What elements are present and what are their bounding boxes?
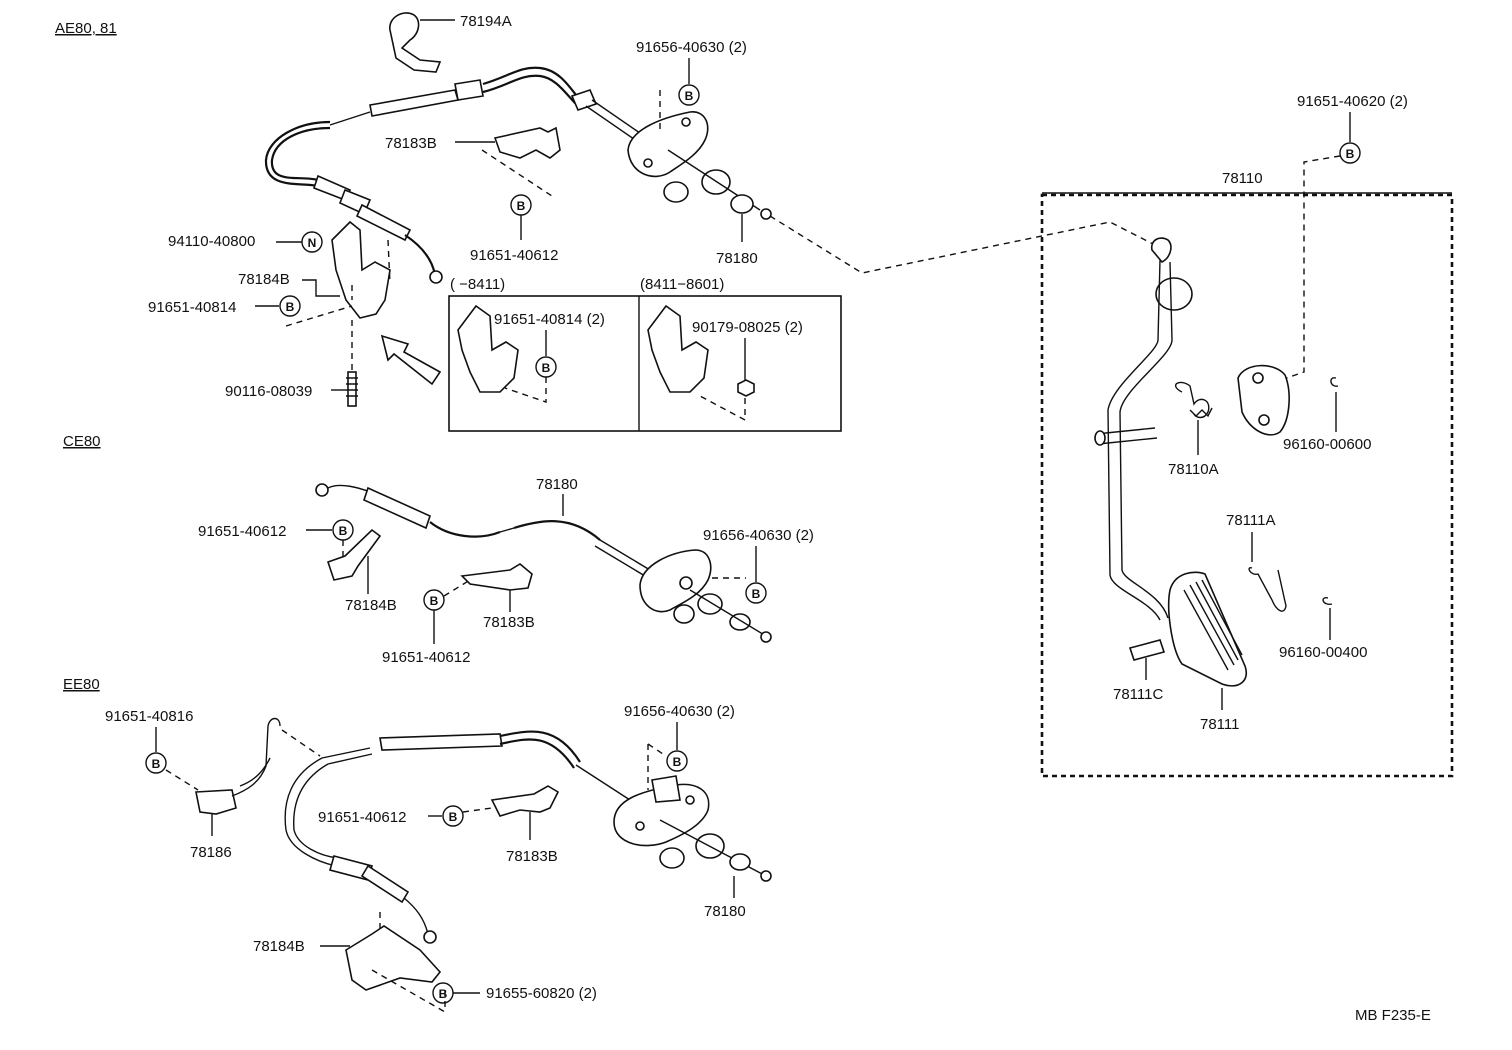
clip-96160-00600 (1330, 377, 1339, 387)
bolt-90116 (346, 371, 358, 407)
svg-text:B: B (685, 89, 694, 103)
b-symbol-91656-top (678, 84, 700, 106)
spring-78110a (1175, 381, 1213, 419)
clip-96160-00400 (1322, 597, 1333, 605)
label-91656-bot: 91656-40630 (2) (624, 703, 735, 720)
b-symbol-ee80 (442, 805, 464, 827)
label-78110a: 78110A (1168, 461, 1219, 478)
svg-text:B: B (439, 987, 448, 1001)
label-78110: 78110 (1222, 170, 1263, 187)
label-90179: 90179-08025 (2) (692, 319, 803, 336)
clip-78194a (389, 12, 442, 73)
bracket-78183b-mid (460, 563, 533, 591)
label-91651-40816: 91651-40816 (105, 708, 193, 725)
label-91651-40612-bot: 91651-40612 (318, 809, 406, 826)
pedal-assembly-box (1040, 193, 1454, 778)
label-78180-top: 78180 (716, 250, 758, 267)
label-range-1: ( −8411) (450, 276, 505, 293)
svg-text:B: B (430, 594, 439, 608)
label-range-2: (8411−8601) (640, 276, 724, 293)
bracket-78183b-bot (490, 785, 560, 817)
section-ee80: EE80 (63, 676, 100, 693)
svg-text:B: B (1346, 147, 1355, 161)
svg-text:N: N (308, 236, 317, 250)
bracket-78183b-top (493, 126, 561, 159)
label-78111a: 78111A (1226, 512, 1276, 529)
label-78194a: 78194A (460, 13, 512, 30)
svg-text:B: B (339, 524, 348, 538)
b-symbol-91651-40814 (279, 295, 301, 317)
b-symbol-91656-bot (666, 750, 688, 772)
svg-text:B: B (449, 810, 458, 824)
label-78183b-top: 78183B (385, 135, 437, 152)
accelerator-cable-ae80 (264, 66, 651, 284)
spring-78111a (1248, 567, 1287, 612)
label-78184b-mid: 78184B (345, 597, 397, 614)
catalog-code: MB F235-E (1355, 1007, 1431, 1024)
section-ae80: AE80, 81 (55, 20, 117, 37)
label-91651-40612-mid: 91651-40612 (198, 523, 286, 540)
section-ce80: CE80 (63, 433, 101, 450)
label-78184b-top: 78184B (238, 271, 290, 288)
svg-text:B: B (673, 755, 682, 769)
label-91651-40814-2: 91651-40814 (2) (494, 311, 605, 328)
label-78183b-bot: 78183B (506, 848, 558, 865)
bracket-78184b-top (331, 220, 391, 319)
label-78186: 78186 (190, 844, 232, 861)
label-91651-40814: 91651-40814 (148, 299, 236, 316)
label-91656-mid: 91656-40630 (2) (703, 527, 814, 544)
n-symbol (301, 231, 323, 253)
cable-bracket-ce80 (639, 549, 772, 643)
arrow-icon (380, 334, 442, 386)
cable-bracket-ae80 (627, 111, 772, 220)
cable-bracket-ee80 (613, 775, 772, 882)
svg-text:B: B (286, 300, 295, 314)
nut-icon (737, 379, 755, 397)
pedal-arm-78110 (1094, 237, 1193, 621)
b-symbol-91651-40816 (145, 752, 167, 774)
label-78111c: 78111C (1113, 686, 1163, 703)
svg-text:B: B (542, 361, 551, 375)
label-91656-top: 91656-40630 (2) (636, 39, 747, 56)
label-91655: 91655-60820 (2) (486, 985, 597, 1002)
label-96160-00400: 96160-00400 (1279, 644, 1367, 661)
variant-box (448, 295, 842, 432)
bracket-variant-2 (647, 304, 709, 393)
label-91651-40620: 91651-40620 (2) (1297, 93, 1408, 110)
pedal-pad-78111 (1167, 571, 1247, 687)
label-90116: 90116-08039 (225, 383, 312, 400)
label-78183b-mid: 78183B (483, 614, 535, 631)
label-78180-mid: 78180 (536, 476, 578, 493)
bracket-78186 (195, 717, 281, 815)
bracket-78184b-mid (326, 528, 382, 581)
b-symbol-91656-mid (745, 582, 767, 604)
pedal-bracket-plate (1237, 364, 1290, 436)
bracket-78184b-bot (345, 912, 446, 1013)
label-78111: 78111 (1200, 716, 1240, 733)
label-78184b-bot: 78184B (253, 938, 305, 955)
bracket-variant-1 (457, 304, 519, 393)
label-78180-bot: 78180 (704, 903, 746, 920)
accelerator-cable-ce80 (315, 483, 661, 583)
label-91651-40612-mid2: 91651-40612 (382, 649, 470, 666)
svg-text:B: B (517, 199, 526, 213)
b-symbol-91651-40620 (1339, 142, 1361, 164)
label-94110: 94110-40800 (168, 233, 255, 250)
label-91651-40612-top: 91651-40612 (470, 247, 558, 264)
accelerator-cable-ee80 (284, 730, 631, 944)
svg-text:B: B (152, 757, 161, 771)
pin-78111c (1128, 639, 1166, 661)
svg-text:B: B (752, 587, 761, 601)
label-96160-00600: 96160-00600 (1283, 436, 1371, 453)
